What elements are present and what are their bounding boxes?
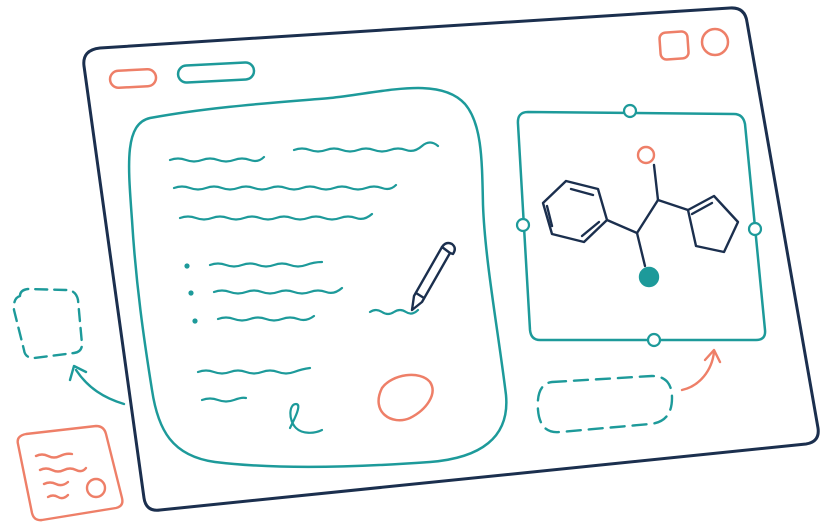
selection-handles[interactable] — [515, 103, 763, 348]
titlebar-pill-coral[interactable] — [108, 67, 158, 90]
molecule-structure-icon — [541, 163, 740, 268]
atom-teal — [638, 266, 660, 288]
text-line — [200, 396, 248, 403]
text-line — [292, 141, 440, 153]
coral-blob-shape — [377, 373, 434, 422]
dashed-text-field[interactable] — [536, 374, 674, 434]
signature-scribble — [368, 308, 420, 316]
atom-coral — [636, 145, 656, 165]
bullet — [192, 318, 198, 324]
molecule-selection-box[interactable] — [516, 110, 767, 342]
window-frame — [82, 6, 820, 512]
handle-right — [747, 221, 763, 237]
document-text-lines — [168, 141, 440, 434]
titlebar-pill-teal[interactable] — [176, 61, 256, 84]
text-line — [196, 366, 312, 375]
bullet — [188, 290, 194, 296]
window-square-button[interactable] — [658, 30, 690, 61]
window-round-button[interactable] — [700, 27, 730, 57]
text-line — [172, 183, 398, 191]
bullet — [184, 263, 190, 269]
pen-icon[interactable] — [410, 241, 456, 312]
handle-top — [622, 103, 638, 119]
signature-loop — [288, 402, 324, 434]
curved-arrow-icon — [680, 348, 722, 392]
curved-arrow-icon — [68, 364, 126, 406]
document-sheet — [127, 86, 508, 469]
handle-left — [515, 217, 531, 233]
cyclopentene-ring — [686, 194, 740, 254]
text-line — [212, 286, 344, 295]
handle-bottom — [646, 332, 662, 348]
text-line — [168, 155, 266, 163]
dashed-drop-area[interactable] — [12, 287, 84, 360]
benzene-ring — [541, 179, 609, 244]
text-line — [178, 212, 374, 221]
sticky-note-icon — [16, 424, 124, 522]
text-line — [208, 260, 324, 268]
text-line — [216, 314, 316, 322]
